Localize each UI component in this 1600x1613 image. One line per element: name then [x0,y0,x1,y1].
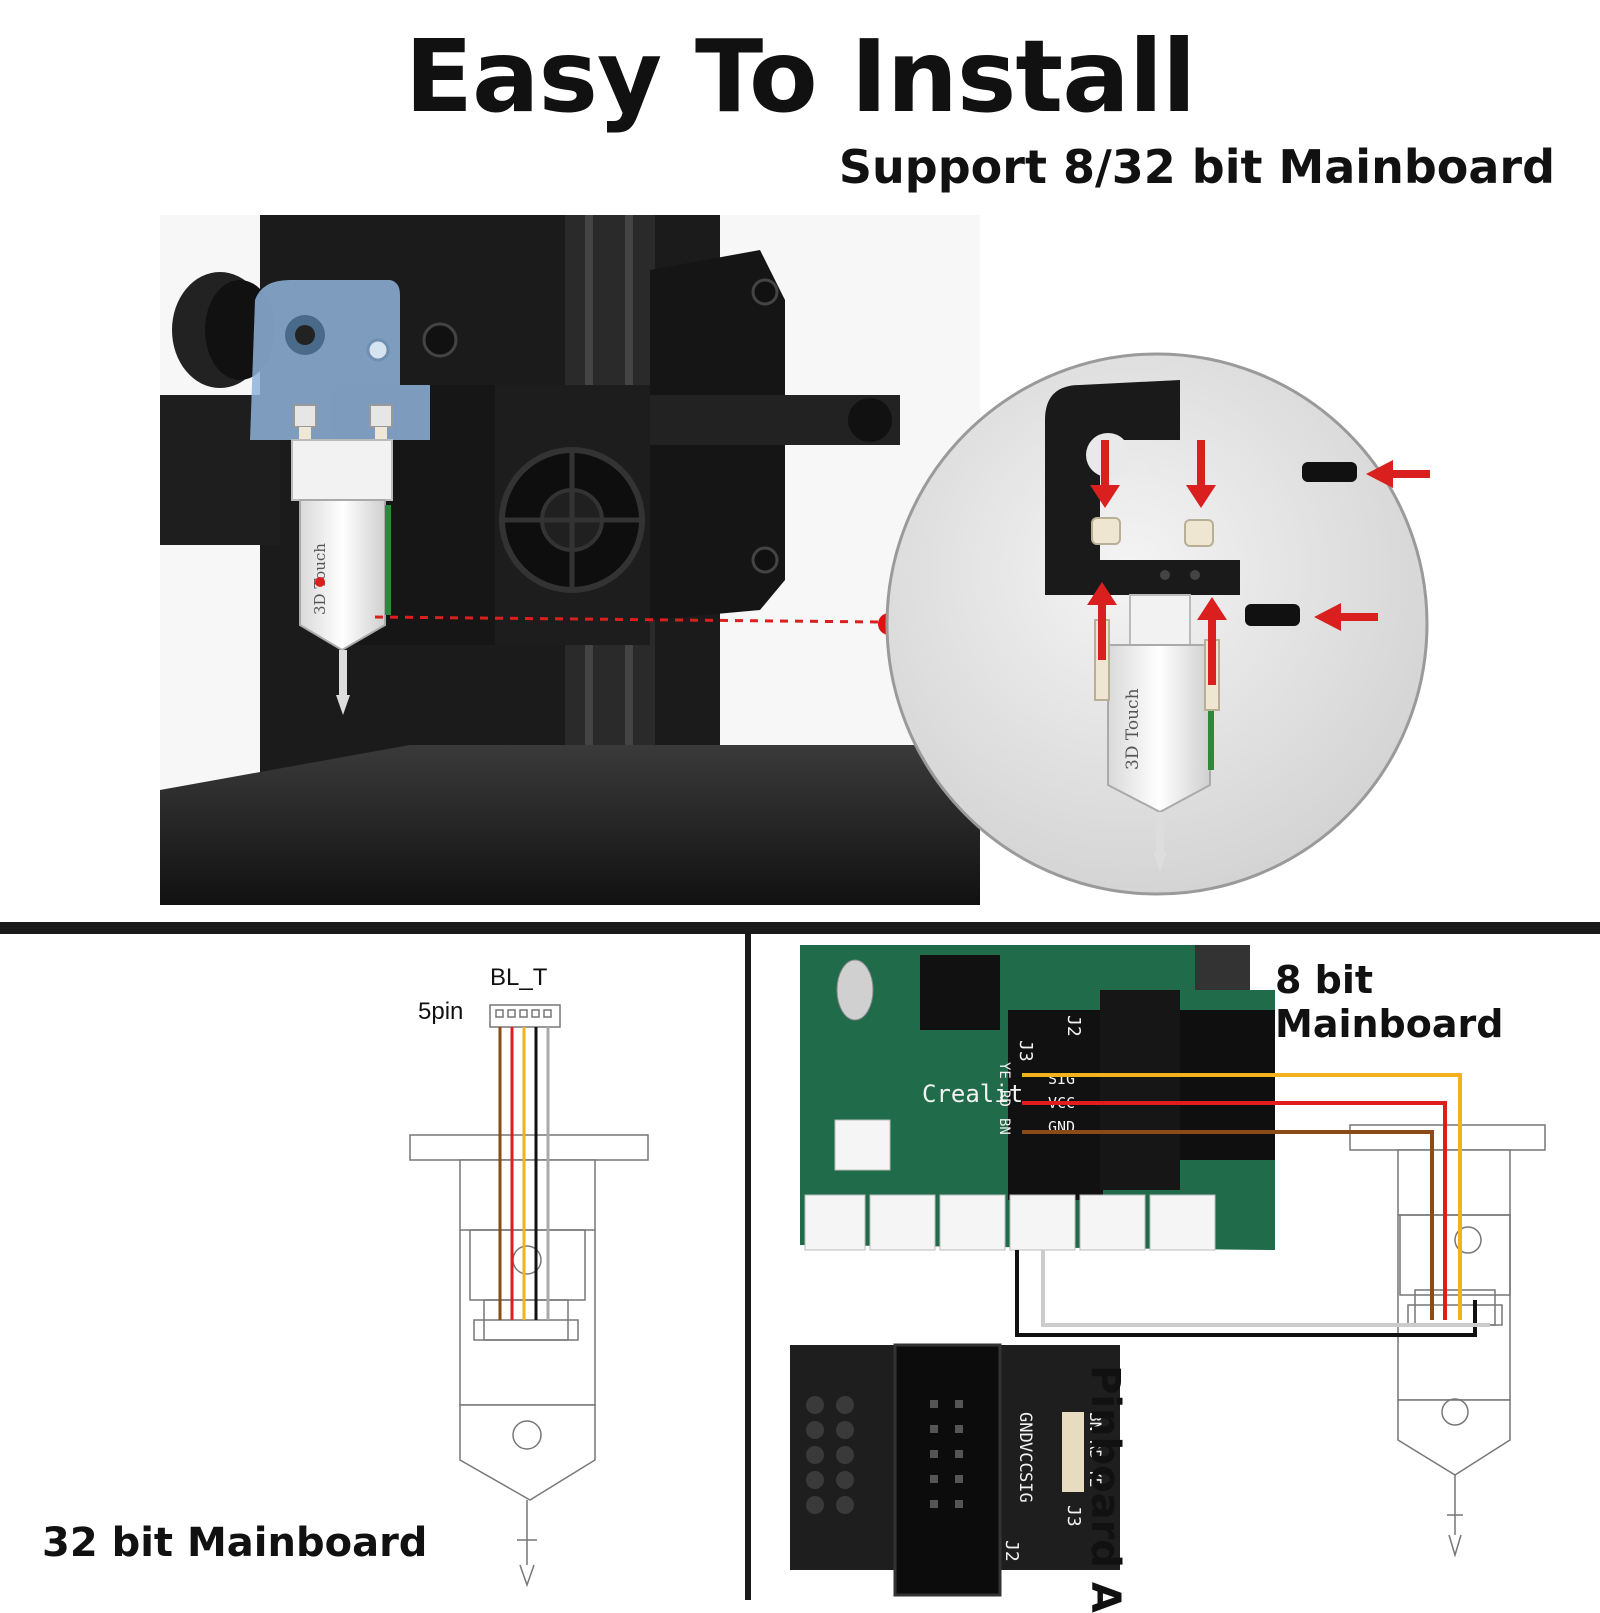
zoom-probe-brand-text: 3D Touch [1123,688,1143,770]
pinboard-a: GND VCC SIG BN RD YE J3 J2 [790,1343,1120,1597]
print-bed [160,745,980,905]
printer-illustration: 3D Touch [160,215,980,905]
pinboard-sig-label: SIG [1015,1472,1035,1503]
pinboard-bn-label: BN [1086,1412,1105,1431]
zoom-circle: 3D Touch [885,352,1430,896]
board-brand-text: Crealit [922,1080,1023,1108]
callout-line [374,615,881,624]
mainboard-8-label: 8 bit Mainboard [1275,958,1504,1046]
connector-label: BL_T [490,964,548,991]
divider-horizontal [0,922,1600,934]
pinboard-label: Pinboard A [1082,1365,1128,1613]
zoom-probe-body [1107,644,1211,814]
probe-body [299,499,386,652]
diagram-32bit [409,1004,649,1588]
diagram-8bit-probe [1349,1124,1546,1558]
wires-8bit [1015,1073,1490,1337]
wires-32bit [498,1027,550,1320]
chip-icon [920,955,1000,1030]
pin-sig-label: SIG [1048,1070,1075,1088]
pinboard-rd-label: RD [1086,1440,1105,1459]
pin-count-label: 5pin [418,998,464,1025]
pinboard-j3-label: J3 [1063,1505,1084,1527]
pinboard-ye-label: YE [1086,1468,1105,1487]
bl-t-connector [489,1004,561,1028]
pinboard-vcc-label: VCC [1015,1442,1035,1473]
wire-code-rd: RD [996,1090,1012,1107]
arrow-icon [1087,440,1430,685]
mainboard-32-label: 32 bit Mainboard [42,1520,428,1566]
screw-icon [1245,604,1300,626]
screw-icon [1302,462,1357,482]
mainboard-8bit: Crealit J3 J2 YE RD BN SIG VCC GND [800,945,1275,1251]
page-subtitle: Support 8/32 bit Mainboard [838,140,1555,194]
divider-vertical [745,934,751,1600]
wire-code-bn: BN [996,1118,1012,1135]
pinboard-j2-label: J2 [1001,1540,1022,1562]
header-j3-label: J3 [1015,1040,1036,1062]
pinboard-gnd-label: GND [1015,1412,1035,1443]
header-j2-label: J2 [1063,1015,1084,1037]
wire-code-ye: YE [996,1062,1012,1079]
page-title: Easy To Install [404,18,1197,135]
ribbon-header [893,1343,1002,1597]
